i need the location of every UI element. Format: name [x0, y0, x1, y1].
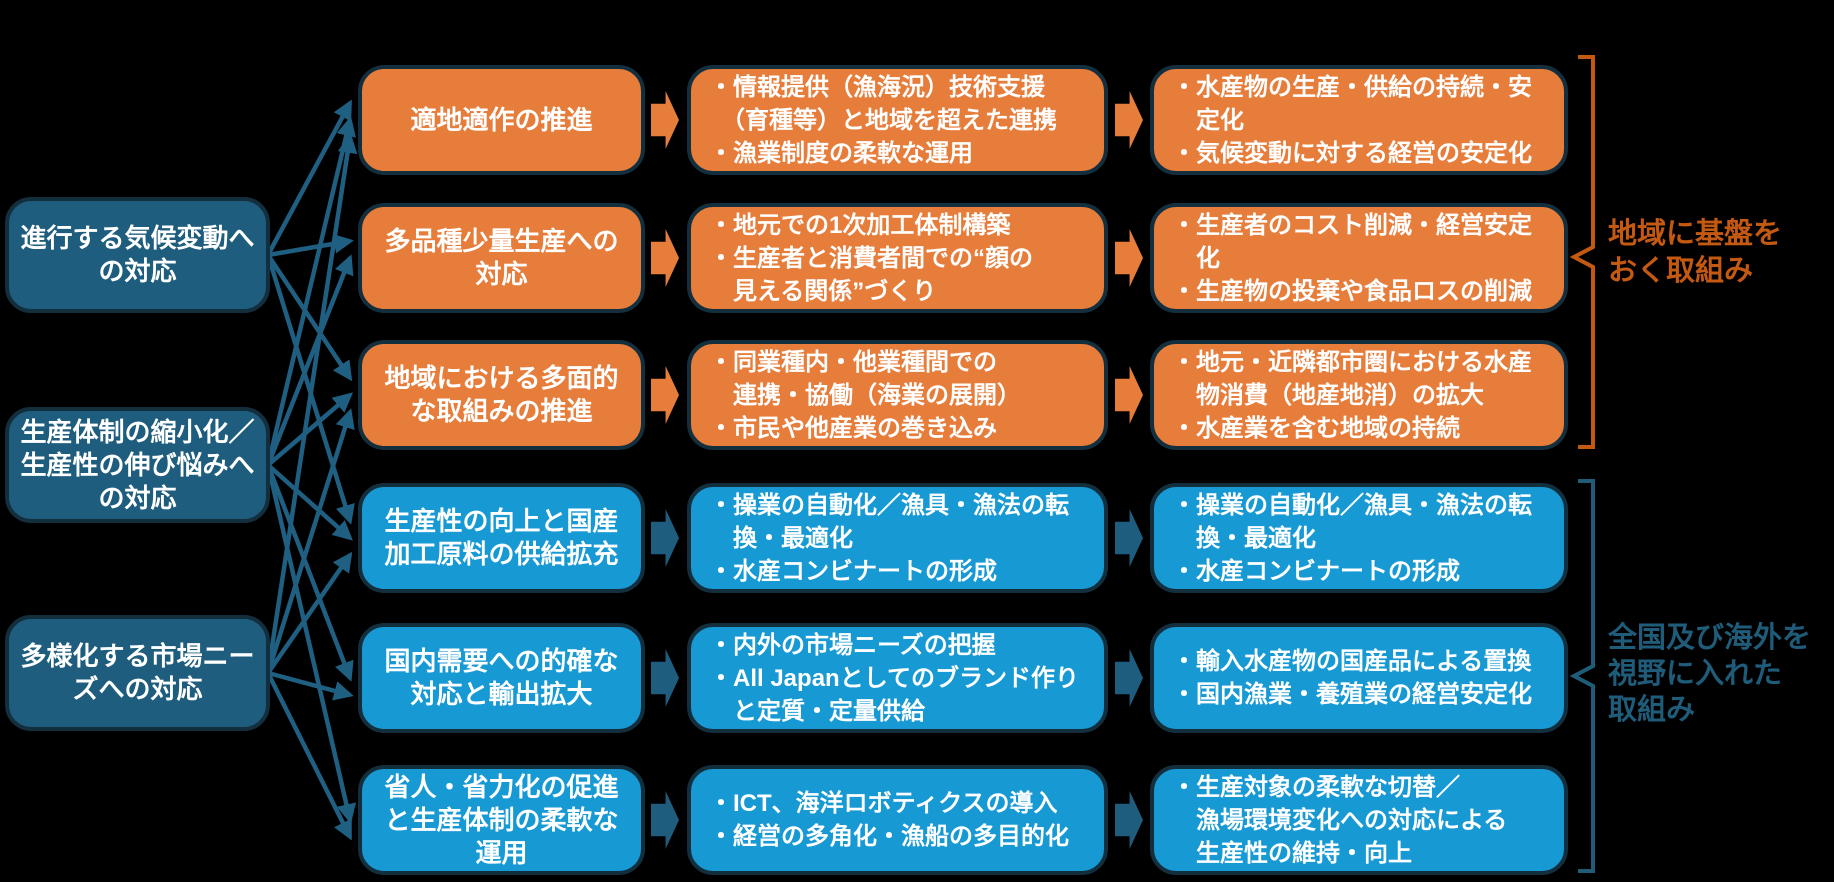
flow-arrow-icon — [1115, 649, 1143, 707]
initiative-box-6: 省人・省力化の促進 と生産体制の柔軟な 運用 — [358, 765, 645, 875]
actions-box-4: ・操業の自動化／漁具・漁法の転 換・最適化 ・水産コンビナートの形成 — [687, 483, 1108, 593]
actions-box-3: ・同業種内・他業種間での 連携・協働（海業の展開） ・市民や他産業の巻き込み — [687, 340, 1108, 450]
outcomes-box-2: ・生産者のコスト削減・経営安定 化 ・生産物の投棄や食品ロスの削減 — [1150, 203, 1568, 313]
outcomes-box-3: ・地元・近隣都市圏における水産 物消費（地産地消）の拡大 ・水産業を含む地域の持… — [1150, 340, 1568, 450]
outcomes-box-4: ・操業の自動化／漁具・漁法の転 換・最適化 ・水産コンビナートの形成 — [1150, 483, 1568, 593]
initiative-box-4: 生産性の向上と国産 加工原料の供給拡充 — [358, 483, 645, 593]
regional-group-bracket — [1569, 55, 1595, 449]
flow-arrow-icon — [651, 509, 679, 567]
flow-arrow-icon — [651, 229, 679, 287]
actions-box-2: ・地元での1次加工体制構築 ・生産者と消費者間での“顔の 見える関係”づくり — [687, 203, 1108, 313]
flow-arrow-icon — [1115, 509, 1143, 567]
flow-arrow-icon — [651, 91, 679, 149]
challenge-box-market: 多様化する市場ニー ズへの対応 — [5, 615, 270, 731]
flow-arrow-icon — [1115, 91, 1143, 149]
actions-box-1: ・情報提供（漁海況）技術支援 （育種等）と地域を超えた連携 ・漁業制度の柔軟な運… — [687, 65, 1108, 175]
national-group-bracket — [1569, 479, 1595, 873]
actions-box-6: ・ICT、海洋ロボティクスの導入 ・経営の多角化・漁船の多目的化 — [687, 765, 1108, 875]
outcomes-box-5: ・輸入水産物の国産品による置換 ・国内漁業・養殖業の経営安定化 — [1150, 623, 1568, 733]
flow-arrow-icon — [651, 791, 679, 849]
flow-arrow-icon — [1115, 791, 1143, 849]
initiative-box-3: 地域における多面的 な取組みの推進 — [358, 340, 645, 450]
initiative-box-1: 適地適作の推進 — [358, 65, 645, 175]
flow-arrow-icon — [1115, 366, 1143, 424]
challenge-box-climate: 進行する気候変動へ の対応 — [5, 197, 270, 313]
initiative-box-2: 多品種少量生産への 対応 — [358, 203, 645, 313]
outcomes-box-1: ・水産物の生産・供給の持続・安 定化 ・気候変動に対する経営の安定化 — [1150, 65, 1568, 175]
flow-arrow-icon — [1115, 229, 1143, 287]
actions-box-5: ・内外の市場ニーズの把握 ・All Japanとしてのブランド作り と定質・定量… — [687, 623, 1108, 733]
flow-arrow-icon — [651, 649, 679, 707]
initiative-box-5: 国内需要への的確な 対応と輸出拡大 — [358, 623, 645, 733]
national-group-label: 全国及び海外を 視野に入れた 取組み — [1608, 622, 1812, 726]
outcomes-box-6: ・生産対象の柔軟な切替／ 漁場環境変化への対応による 生産性の維持・向上 — [1150, 765, 1568, 875]
flow-arrow-icon — [651, 366, 679, 424]
challenge-box-production: 生産体制の縮小化／ 生産性の伸び悩みへ の対応 — [5, 407, 270, 523]
regional-group-label: 地域に基盤を おく取組み — [1608, 218, 1783, 287]
